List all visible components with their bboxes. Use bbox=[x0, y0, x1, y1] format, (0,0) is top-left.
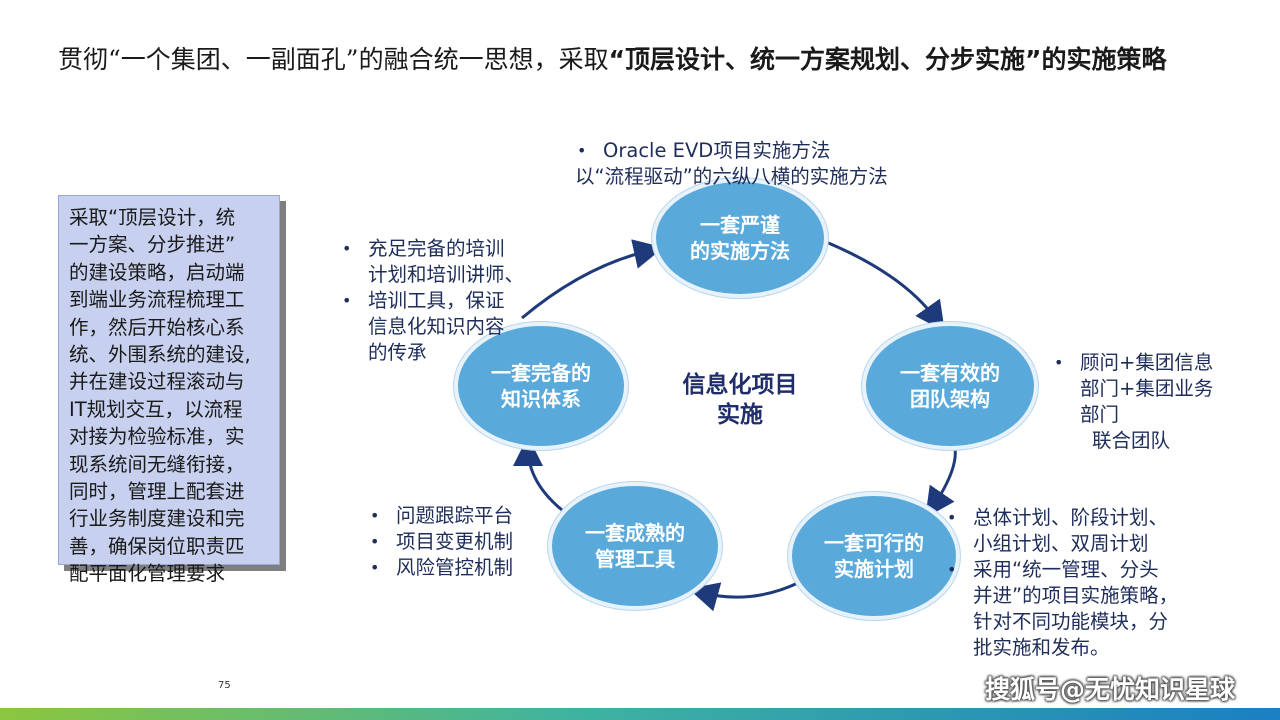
note-top: Oracle EVD项目实施方法 以“流程驱动”的六纵八横的实施方法 bbox=[575, 138, 888, 190]
note-left-item: 培训工具，保证 信息化知识内容 的传承 bbox=[340, 288, 524, 366]
note-bottom-left-item: 风险管控机制 bbox=[368, 555, 513, 581]
title-part2: “顶层设计、统一方案规划、分步实施”的实施策略 bbox=[608, 45, 1167, 74]
note-right-bullet: 顾问+集团信息 部门+集团业务 部门 bbox=[1052, 350, 1213, 428]
node-implementation-method-label: 一套严谨 的实施方法 bbox=[690, 213, 790, 263]
page-number: 75 bbox=[218, 680, 231, 691]
page-title: 贯彻“一个集团、一副面孔”的融合统一思想，采取“顶层设计、统一方案规划、分步实施… bbox=[58, 40, 1166, 76]
title-part1: 贯彻“一个集团、一副面孔”的融合统一思想，采取 bbox=[58, 45, 609, 74]
note-top-bullet: Oracle EVD项目实施方法 bbox=[575, 138, 888, 164]
arrow-bottom-left-to-left bbox=[513, 436, 563, 512]
watermark: 搜狐号@无忧知识星球 bbox=[985, 675, 1236, 704]
arrow-left-to-top bbox=[521, 239, 664, 320]
note-bottom-right: 总体计划、阶段计划、 小组计划、双周计划 采用“统一管理、分头 并进”的项目实施… bbox=[945, 505, 1178, 661]
note-top-line2: 以“流程驱动”的六纵八横的实施方法 bbox=[575, 165, 888, 188]
arrow-bottom-right-to-bottom-left bbox=[688, 580, 801, 612]
note-left: 充足完备的培训 计划和培训讲师、 培训工具，保证 信息化知识内容 的传承 bbox=[340, 236, 524, 366]
node-knowledge-system-label: 一套完备的 知识体系 bbox=[491, 361, 591, 411]
note-right-line2: 联合团队 bbox=[1092, 429, 1171, 452]
center-label: 信息化项目 实施 bbox=[682, 372, 798, 428]
node-management-tools: 一套成熟的 管理工具 bbox=[548, 482, 722, 610]
note-right: 顾问+集团信息 部门+集团业务 部门 联合团队 bbox=[1052, 350, 1213, 454]
node-management-tools-label: 一套成熟的 管理工具 bbox=[585, 521, 685, 571]
strategy-box: 采取“顶层设计，统 一方案、分步推进” 的建设策略，启动端 到端业务流程梳理工 … bbox=[58, 195, 280, 585]
note-bottom-right-item: 总体计划、阶段计划、 小组计划、双周计划 bbox=[945, 505, 1178, 557]
arrow-right-to-bottom-right bbox=[925, 447, 957, 518]
arrow-top-to-right bbox=[825, 240, 945, 332]
note-bottom-left: 问题跟踪平台 项目变更机制 风险管控机制 bbox=[368, 503, 513, 581]
note-bottom-left-item: 项目变更机制 bbox=[368, 529, 513, 555]
node-implementation-plan: 一套可行的 实施计划 bbox=[788, 492, 960, 620]
note-bottom-right-item: 采用“统一管理、分头 并进”的项目实施策略， 针对不同功能模块，分 批实施和发布… bbox=[945, 557, 1178, 661]
node-team-structure-label: 一套有效的 团队架构 bbox=[900, 361, 1000, 411]
node-implementation-plan-label: 一套可行的 实施计划 bbox=[824, 531, 924, 581]
note-bottom-left-item: 问题跟踪平台 bbox=[368, 503, 513, 529]
strategy-text: 采取“顶层设计，统 一方案、分步推进” 的建设策略，启动端 到端业务流程梳理工 … bbox=[69, 206, 251, 586]
bottom-gradient-bar bbox=[0, 708, 1280, 720]
note-left-item: 充足完备的培训 计划和培训讲师、 bbox=[340, 236, 524, 288]
node-implementation-method: 一套严谨 的实施方法 bbox=[652, 178, 828, 298]
node-team-structure: 一套有效的 团队架构 bbox=[862, 322, 1038, 450]
